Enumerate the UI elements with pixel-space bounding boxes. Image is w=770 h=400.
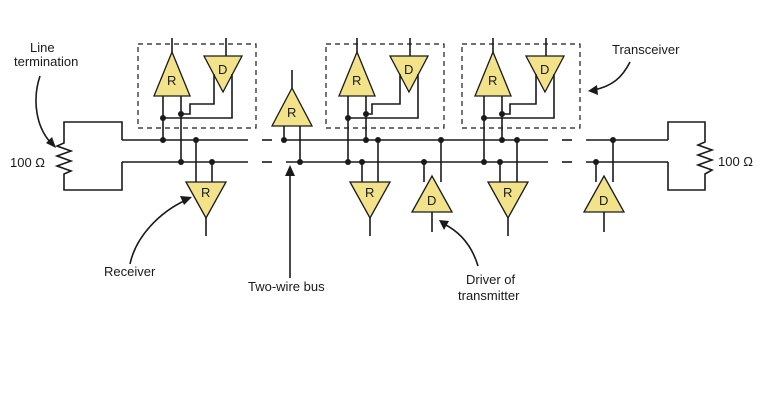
receiver-2-amp	[270, 86, 314, 127]
line-termination-label-2: termination	[14, 54, 78, 69]
receiver-3: R	[348, 137, 392, 236]
right-resistor-label: 100 Ω	[718, 154, 753, 169]
two-wire-bus-lines	[122, 139, 668, 163]
transceiver-2-box	[325, 43, 445, 129]
driver-label-2: transmitter	[458, 288, 520, 303]
receiver-1-amp	[184, 181, 228, 220]
svg-text:R: R	[167, 73, 176, 88]
svg-text:R: R	[287, 105, 296, 120]
svg-text:D: D	[540, 62, 549, 77]
transceiver-arrow	[593, 61, 631, 91]
transceiver-3-box	[461, 43, 581, 129]
svg-text:R: R	[365, 185, 374, 200]
driver-arrowhead	[439, 220, 449, 230]
right-resistor	[695, 138, 715, 180]
right-line-termination	[667, 121, 715, 191]
transceiver-1: R D	[137, 38, 257, 165]
transceiver-2: R D	[325, 38, 445, 165]
driver-label-1: Driver of	[466, 272, 516, 287]
transceiver-3: R D	[461, 38, 581, 165]
svg-text:R: R	[352, 73, 361, 88]
line-termination-arrow	[35, 75, 53, 145]
transceiver-1-box	[137, 43, 257, 129]
left-resistor-label: 100 Ω	[10, 155, 45, 170]
receiver-1: R	[184, 137, 228, 236]
driver-2: D	[582, 137, 626, 232]
receiver-arrow	[129, 199, 187, 265]
receiver-label: Receiver	[104, 264, 156, 279]
transceiver-arrowhead	[588, 85, 598, 95]
transceiver-3-receiver	[474, 50, 512, 97]
receiver-3-amp	[348, 181, 392, 220]
receiver-arrowhead	[180, 196, 192, 205]
transceiver-1-receiver	[153, 50, 191, 97]
svg-text:R: R	[201, 185, 210, 200]
svg-text:R: R	[503, 185, 512, 200]
transceiver-2-receiver	[338, 50, 376, 97]
svg-text:R: R	[488, 73, 497, 88]
receiver-4: R	[486, 137, 530, 236]
left-line-termination	[54, 121, 123, 191]
left-resistor	[54, 140, 74, 176]
svg-text:D: D	[404, 62, 413, 77]
driver-arrow	[443, 223, 479, 267]
receiver-2: R	[270, 70, 314, 165]
transceiver-label: Transceiver	[612, 42, 680, 57]
svg-text:D: D	[218, 62, 227, 77]
line-termination-arrowhead	[46, 137, 56, 148]
receiver-4-amp	[486, 181, 530, 220]
line-termination-label-1: Line	[30, 40, 55, 55]
two-wire-bus-label: Two-wire bus	[248, 279, 325, 294]
svg-text:D: D	[599, 193, 608, 208]
driver-1: D	[410, 137, 454, 232]
svg-text:D: D	[427, 193, 436, 208]
two-wire-bus-arrowhead	[285, 165, 295, 176]
